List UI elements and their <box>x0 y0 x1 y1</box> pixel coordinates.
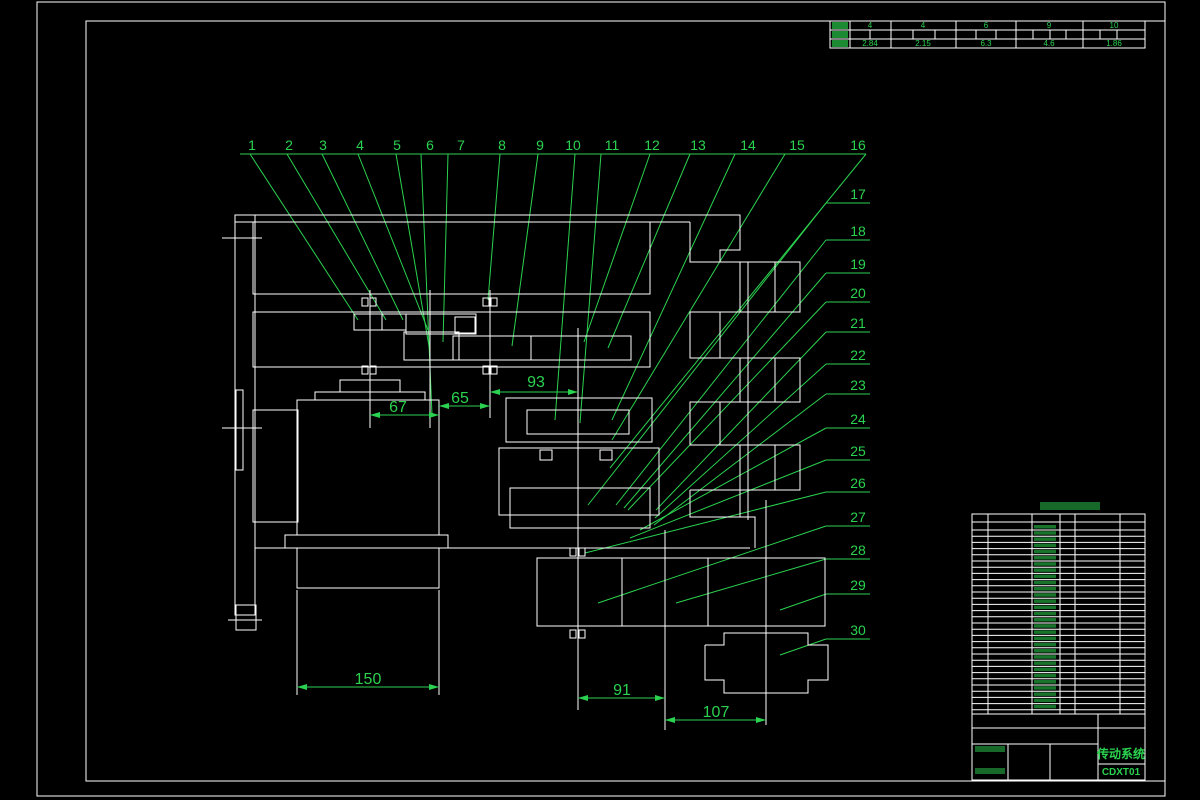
parts-row-material-mark <box>1034 599 1056 603</box>
balloon-1: 1 <box>248 137 256 153</box>
balloon-27: 27 <box>850 509 866 525</box>
transmission-assembly <box>222 214 829 730</box>
balloon-28: 28 <box>850 542 866 558</box>
dim-93: 93 <box>527 374 545 391</box>
dim-67: 67 <box>389 399 407 416</box>
parts-row-material-mark <box>1034 593 1056 597</box>
speed-value-1: 2.84 <box>862 39 878 48</box>
parts-row-material-mark <box>1034 655 1056 659</box>
parts-row-material-mark <box>1034 698 1056 703</box>
parts-row-material-mark <box>1034 556 1056 560</box>
dim-65: 65 <box>451 390 469 407</box>
balloon-21: 21 <box>850 315 866 331</box>
speed-value-3: 6.3 <box>980 39 992 48</box>
parts-row-material-mark <box>1034 537 1056 541</box>
parts-row-material-mark <box>1034 531 1056 535</box>
parts-row-material-mark <box>1034 611 1056 616</box>
parts-row-material-mark <box>1034 642 1056 647</box>
balloon-4: 4 <box>356 137 364 153</box>
balloon-20: 20 <box>850 285 866 301</box>
parts-row-material-mark <box>1034 543 1056 548</box>
speed-value-2: 2.15 <box>915 39 931 48</box>
speed-value-5: 1.86 <box>1106 39 1122 48</box>
parts-row-material-mark <box>1034 580 1056 585</box>
outer-border <box>36 1 1166 797</box>
parts-row-material-mark <box>1034 692 1056 696</box>
balloon-12: 12 <box>644 137 660 153</box>
parts-row-material-mark <box>1034 562 1056 566</box>
inner-border <box>85 20 1166 782</box>
parts-row-material-mark <box>1034 549 1056 554</box>
drawing-title: 传动系统 <box>1096 746 1145 761</box>
parts-list <box>971 502 1146 715</box>
parts-row-material-mark <box>1034 649 1056 653</box>
balloon-2: 2 <box>285 137 293 153</box>
drawing-number: CDXT01 <box>1102 767 1141 778</box>
parts-row-material-mark <box>1034 525 1056 529</box>
parts-row-material-mark <box>1034 680 1056 684</box>
balloon-24: 24 <box>850 411 866 427</box>
balloon-23: 23 <box>850 377 866 393</box>
balloon-7: 7 <box>457 137 465 153</box>
speed-group-4: 9 <box>1047 21 1052 30</box>
dimension-arrows <box>297 389 766 723</box>
parts-list-rows <box>972 525 1145 711</box>
balloon-9: 9 <box>536 137 544 153</box>
balloon-5: 5 <box>393 137 401 153</box>
parts-row-material-mark <box>1034 624 1056 628</box>
balloon-19: 19 <box>850 256 866 272</box>
parts-row-material-mark <box>1034 568 1056 572</box>
parts-row-material-mark <box>1034 605 1056 610</box>
parts-row-material-mark <box>1034 686 1056 690</box>
dim-150: 150 <box>355 671 382 688</box>
speed-group-2: 4 <box>921 21 926 30</box>
balloon-11: 11 <box>605 137 620 153</box>
speed-table: 4 4 6 9 10 2.84 2.15 6.3 4.6 1.86 <box>829 20 1146 49</box>
balloon-3: 3 <box>319 137 327 153</box>
balloon-17: 17 <box>850 186 866 202</box>
dim-107: 107 <box>703 704 730 721</box>
balloon-16: 16 <box>850 137 866 153</box>
balloon-26: 26 <box>850 475 866 491</box>
parts-row-material-mark <box>1034 630 1056 634</box>
balloon-10: 10 <box>565 137 581 153</box>
balloon-22: 22 <box>850 347 866 363</box>
balloon-29: 29 <box>850 577 866 593</box>
title-block: 传动系统 CDXT01 <box>971 713 1146 781</box>
balloon-18: 18 <box>850 223 866 239</box>
balloon-15: 15 <box>789 137 805 153</box>
parts-row-material-mark <box>1034 636 1056 641</box>
parts-row-material-mark <box>1034 574 1056 579</box>
speed-group-3: 6 <box>984 21 989 30</box>
parts-row-material-mark <box>1034 587 1056 591</box>
speed-group-1: 4 <box>868 21 873 30</box>
speed-group-5: 10 <box>1110 21 1119 30</box>
balloon-13: 13 <box>690 137 706 153</box>
balloon-8: 8 <box>498 137 506 153</box>
parts-row-material-mark <box>1034 661 1056 665</box>
speed-value-4: 4.6 <box>1043 39 1055 48</box>
balloon-numbers: 1 2 3 4 5 6 7 8 9 10 11 12 13 14 15 16 1… <box>248 137 866 638</box>
balloon-30: 30 <box>850 622 866 638</box>
balloon-leaders <box>240 153 870 656</box>
parts-row-material-mark <box>1034 667 1056 672</box>
parts-row-material-mark <box>1034 618 1056 622</box>
balloon-6: 6 <box>426 137 434 153</box>
balloon-25: 25 <box>850 443 866 459</box>
parts-row-material-mark <box>1034 704 1056 709</box>
balloon-14: 14 <box>740 137 756 153</box>
parts-row-material-mark <box>1034 673 1056 678</box>
dim-91: 91 <box>613 682 631 699</box>
